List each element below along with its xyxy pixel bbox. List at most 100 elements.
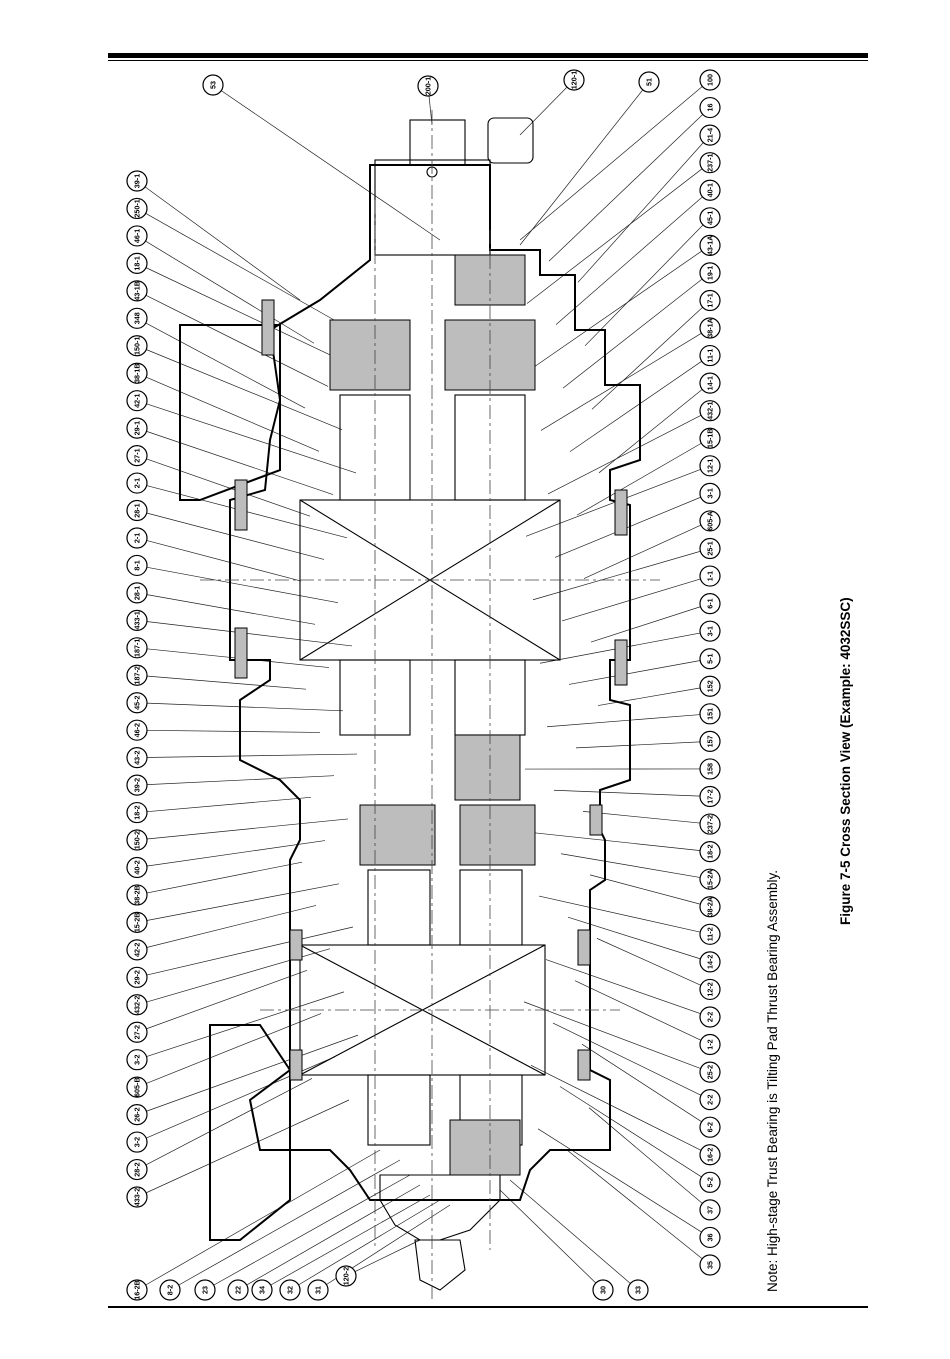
callout-balloon: 28-1 [126, 499, 148, 522]
callout-balloon: 2-1 [126, 527, 148, 549]
callout-label: 120-1 [570, 71, 579, 89]
callout-label: 250-1 [133, 199, 142, 217]
callout-balloon: 46-2 [126, 719, 148, 741]
callout-balloon: 432-2 [126, 994, 148, 1016]
callout-label: 37 [706, 1206, 715, 1214]
leader-line [552, 1022, 711, 1100]
callout-balloon: 21-4 [699, 124, 721, 146]
leader-line [519, 81, 650, 246]
callout-balloon: 38-2B [126, 884, 148, 906]
callout-label: 3-1 [706, 626, 715, 636]
callout-balloon: 37 [699, 1199, 721, 1221]
callout-balloon: 15-1B [699, 427, 721, 449]
callout-label: 150-2 [133, 831, 142, 849]
leader-line [136, 1034, 359, 1115]
callout-balloon: 34 [251, 1279, 273, 1301]
callout-label: 28-2 [133, 1162, 142, 1176]
callout-label: 15-2A [706, 869, 715, 889]
callout-label: 200-1 [424, 77, 433, 95]
callout-label: 432-1 [706, 402, 715, 420]
callout-balloon: 157 [699, 730, 721, 752]
callout-balloon: 43-1B [126, 280, 148, 302]
callout-label: 33 [634, 1286, 643, 1294]
leader-line [523, 1001, 711, 1073]
callout-balloon: 11-1 [699, 344, 721, 367]
callout-balloon: 2-1 [126, 472, 148, 494]
callout-label: 12-2 [706, 982, 715, 996]
callout-label: 43-2 [133, 750, 142, 764]
leader-line [537, 1128, 711, 1238]
leader-line [574, 980, 711, 1045]
leader-line [555, 189, 711, 325]
leader-line [519, 79, 575, 136]
callout-label: 16-2B [133, 1280, 142, 1300]
leader-line [553, 789, 711, 797]
leader-line [499, 1189, 604, 1291]
callout-balloon: 187-2 [126, 664, 148, 686]
leader-line [509, 1179, 639, 1291]
leader-line [577, 134, 711, 283]
callout-balloon: 12-2 [699, 978, 721, 1001]
leader-line [136, 926, 354, 978]
callout-balloon: 158 [699, 758, 721, 780]
callout-label: 18-1 [133, 256, 142, 270]
callout-label: 15-1B [706, 428, 715, 448]
leader-line [554, 493, 711, 558]
top-rule-thin [108, 60, 868, 61]
callout-label: 46-2 [133, 723, 142, 737]
callout-label: 30 [599, 1286, 608, 1294]
figure-caption: Figure 7-5 Cross Section View (Example: … [838, 597, 853, 925]
callout-label: 21-4 [706, 128, 715, 142]
callout-balloon: 31 [307, 1279, 329, 1301]
callout-balloon: 3-1 [699, 620, 721, 642]
leader-line [596, 938, 711, 990]
leader-line [584, 217, 711, 347]
callout-labels: 39-1250-146-118-143-1B348150-138-1B42-12… [126, 69, 721, 1301]
callout-label: 14-1 [706, 376, 715, 390]
leader-line [136, 400, 357, 474]
callout-label: 28-1 [133, 586, 142, 600]
callout-balloon: 29-2 [126, 966, 148, 988]
leader-line [136, 290, 329, 387]
callout-label: 11-1 [706, 349, 715, 363]
callout-label: 158 [706, 763, 715, 775]
callout-balloon: 45-2 [126, 692, 148, 714]
callout-label: 39-2 [133, 778, 142, 792]
callout-balloon: 348 [126, 307, 148, 329]
callout-label: 32 [286, 1286, 295, 1294]
leader-line [561, 575, 711, 622]
leader-line [588, 1107, 711, 1211]
callout-balloon: 51 [638, 71, 660, 93]
leader-line [559, 1086, 711, 1183]
leader-line [136, 775, 335, 786]
callout-balloon: 25-1 [699, 537, 721, 560]
callout-balloon: 5-2 [699, 1171, 721, 1193]
leader-line [136, 883, 340, 923]
callout-label: 3-1 [706, 488, 715, 498]
callout-label: 29-1 [133, 421, 142, 435]
callout-balloon: 6-2 [699, 1116, 721, 1138]
callout-label: 34 [258, 1286, 267, 1294]
callout-balloon: 3-1 [699, 482, 721, 504]
callout-label: 16 [706, 104, 715, 112]
callout-label: 26-2 [133, 1107, 142, 1121]
leader-line [545, 959, 711, 1018]
callout-balloon: 5-1 [699, 648, 721, 670]
leader-line [136, 180, 301, 301]
leader-line [136, 208, 338, 322]
callout-balloon: 2-2 [699, 1006, 721, 1028]
leader-line [136, 840, 326, 868]
callout-label: 17-2 [706, 789, 715, 803]
callout-label: 2-1 [133, 533, 142, 543]
callout-balloon: 38-2A [699, 896, 721, 918]
callout-label: 152 [706, 680, 715, 692]
bottom-rule [108, 1306, 868, 1308]
callout-label: 35 [706, 1261, 715, 1269]
callout-balloon: 43-2 [126, 747, 148, 769]
callout-label: 53 [209, 81, 218, 89]
callout-balloon: 433-2 [126, 1186, 148, 1208]
callout-label: 18-2 [133, 805, 142, 819]
leader-line [526, 162, 711, 304]
callout-label: 19-1 [706, 266, 715, 280]
